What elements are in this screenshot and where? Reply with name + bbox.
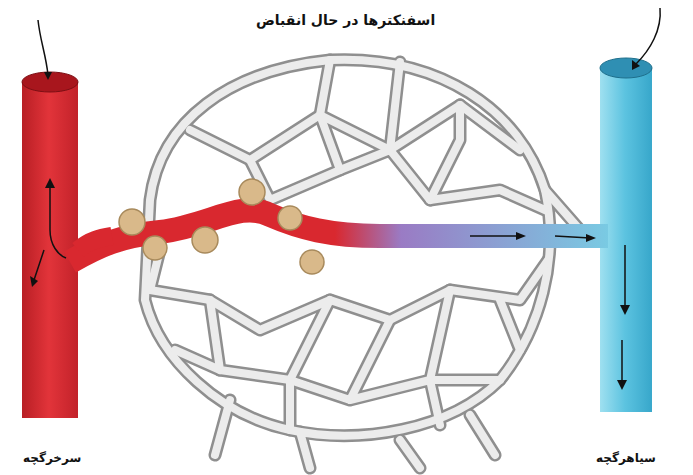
vessel-label: سرخرگچه bbox=[23, 451, 81, 465]
diagram-title: اسفنکترها در حال انقباض bbox=[256, 12, 435, 28]
vessel-label: سیاهرگچه bbox=[596, 451, 656, 465]
